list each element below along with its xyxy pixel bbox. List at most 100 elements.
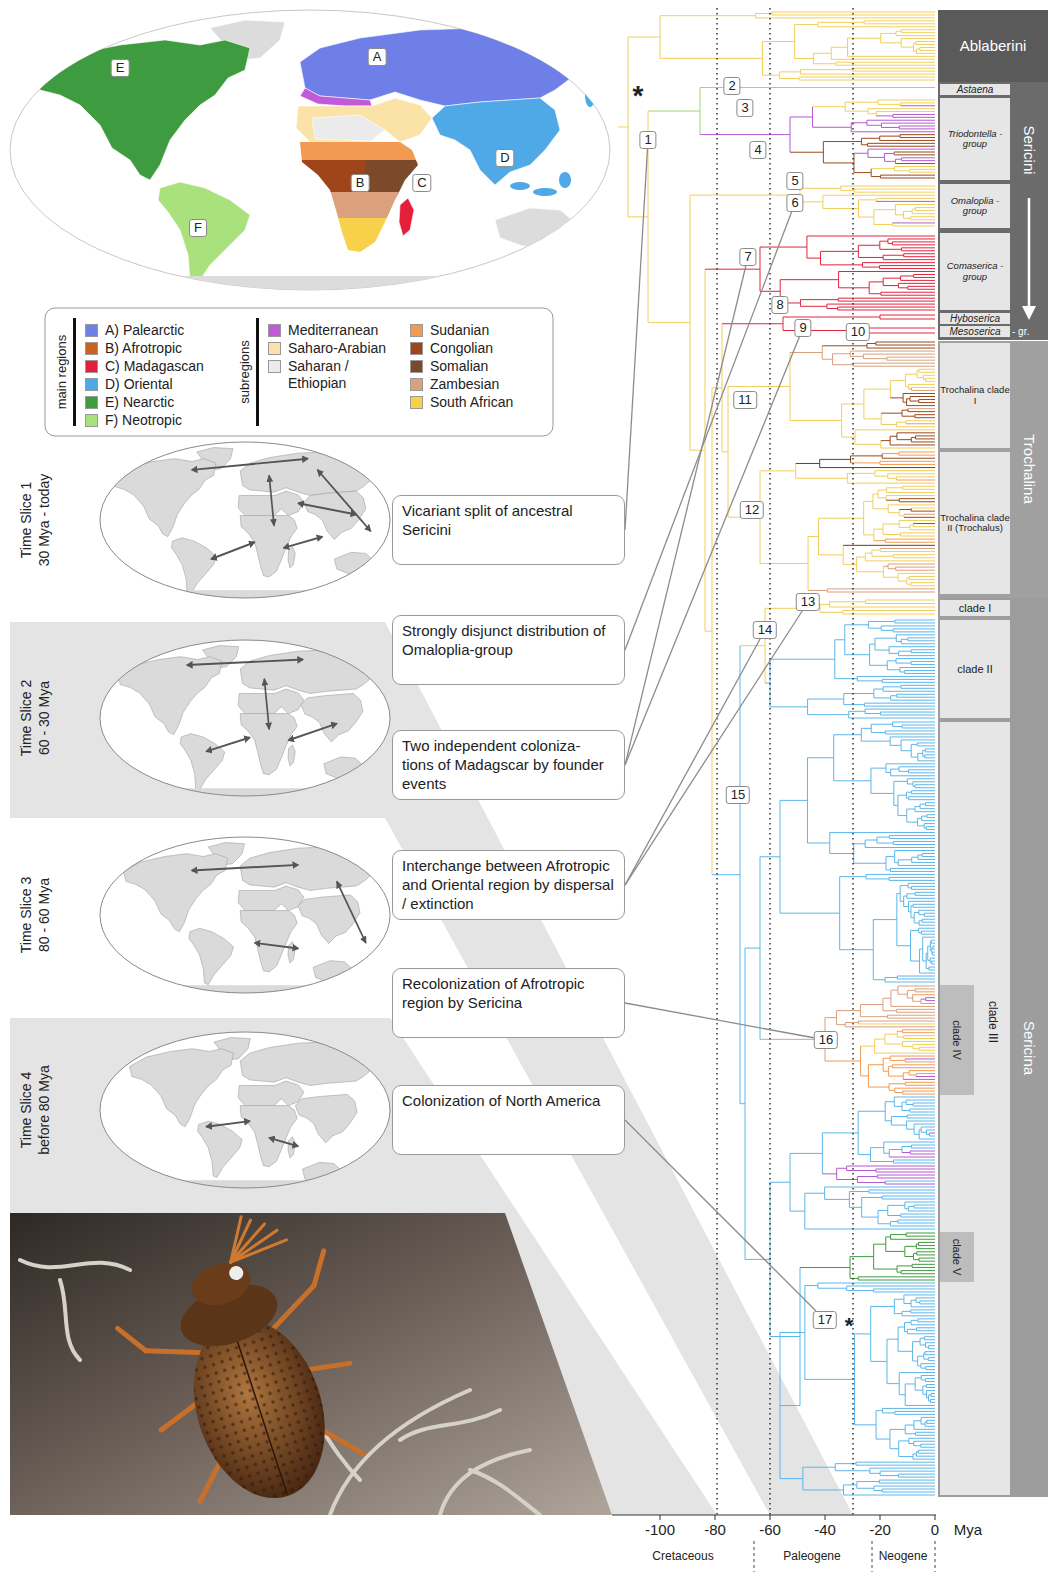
legend-item: Somalian	[410, 358, 550, 375]
tree-branch	[901, 39, 902, 48]
tree-branch	[854, 863, 886, 864]
tree-branch	[870, 1306, 871, 1361]
tree-branch	[908, 289, 935, 290]
decoration	[100, 1038, 390, 1197]
decoration	[1028, 198, 1031, 308]
tree-branch	[869, 644, 870, 665]
tree-branch	[929, 1133, 935, 1134]
decoration	[238, 689, 304, 714]
tree-branch	[899, 501, 935, 502]
tree-branch	[923, 1386, 927, 1387]
tree-branch	[914, 922, 919, 923]
legend-swatch	[85, 378, 98, 391]
tree-branch	[870, 1148, 871, 1162]
tree-branch	[905, 1082, 935, 1083]
tree-branch	[822, 345, 867, 346]
decoration	[10, 20, 610, 306]
tree-branch	[916, 1244, 917, 1249]
tree-branch	[924, 1336, 935, 1337]
tree-branch	[915, 1378, 916, 1390]
tree-branch	[898, 573, 935, 574]
tree-branch	[880, 140, 935, 141]
tree-branch	[920, 999, 921, 1003]
callout-number: 4	[749, 141, 766, 159]
tree-branch	[888, 504, 935, 505]
tree-branch	[863, 358, 886, 359]
tree-branch	[894, 1106, 902, 1107]
tree-branch	[902, 1311, 911, 1312]
tree-branch	[860, 1004, 883, 1005]
tree-branch	[919, 910, 935, 911]
tree-branch	[869, 1190, 935, 1191]
tree-branch	[908, 411, 935, 412]
tree-branch	[800, 70, 801, 74]
tree-branch	[843, 1485, 844, 1495]
tree-branch	[877, 1178, 935, 1179]
tree-branch	[911, 661, 935, 662]
tree-branch	[845, 624, 869, 625]
legend-text: F) Neotropic	[105, 412, 182, 429]
tree-branch	[911, 744, 917, 745]
tree-branch	[745, 1259, 770, 1260]
tree-branch	[872, 550, 880, 551]
tree-branch	[898, 651, 899, 655]
tree-branch	[920, 47, 935, 48]
decoration	[100, 843, 390, 1002]
tree-branch	[876, 342, 935, 343]
tree-branch	[825, 1017, 836, 1018]
tree-branch	[921, 1417, 922, 1424]
legend-item: Saharan / Ethiopian	[268, 358, 406, 392]
tree-branch	[878, 100, 935, 101]
tree-branch	[897, 697, 935, 698]
tree-branch	[895, 159, 901, 160]
tree-branch	[820, 612, 843, 613]
tree-branch	[902, 32, 935, 33]
callout-text: 6	[791, 195, 798, 211]
tree-branch	[806, 236, 807, 258]
tree-branch	[895, 1088, 935, 1089]
tree-branch	[760, 857, 761, 1040]
decoration	[73, 318, 76, 426]
tree-branch	[882, 1489, 935, 1490]
tree-branch	[931, 1396, 935, 1397]
legend-swatch	[410, 342, 423, 355]
tree-branch	[930, 1399, 935, 1400]
tree-branch	[925, 754, 935, 755]
tree-branch	[901, 1270, 935, 1271]
tree-branch	[916, 1452, 917, 1456]
tree-branch	[905, 374, 917, 375]
decoration	[100, 590, 390, 607]
tree-branch	[880, 1475, 898, 1476]
tree-branch	[807, 843, 829, 844]
tree-branch	[890, 769, 891, 776]
tree-branch	[903, 1079, 935, 1080]
legend-item: Sudanian	[410, 322, 550, 339]
tree-branch	[628, 216, 648, 217]
tree-branch	[893, 114, 935, 115]
tree-branch	[856, 1462, 935, 1463]
tree-branch	[833, 735, 834, 781]
tree-branch	[890, 696, 891, 700]
tree-branch	[745, 948, 746, 1259]
legend-text: Mediterranean	[288, 322, 378, 339]
decoration	[1022, 306, 1036, 320]
tree-branch	[924, 824, 925, 828]
tree-branch	[896, 893, 897, 945]
tree-branch	[902, 1315, 935, 1316]
decoration	[100, 1038, 390, 1197]
tree-branch	[790, 116, 812, 117]
tree-branch	[917, 745, 935, 746]
tree-branch	[910, 1112, 935, 1113]
tree-branch	[833, 364, 854, 365]
tree-branch	[916, 1451, 918, 1452]
tree-branch	[883, 278, 900, 279]
decoration	[300, 1390, 500, 1515]
tree-branch	[888, 568, 896, 569]
tree-branch	[835, 678, 857, 679]
decoration	[288, 1137, 295, 1158]
tree-branch	[800, 1267, 850, 1268]
tree-branch	[904, 1323, 905, 1332]
tree-branch	[902, 1046, 913, 1047]
tree-branch	[648, 111, 700, 112]
tree-branch	[923, 1394, 927, 1395]
